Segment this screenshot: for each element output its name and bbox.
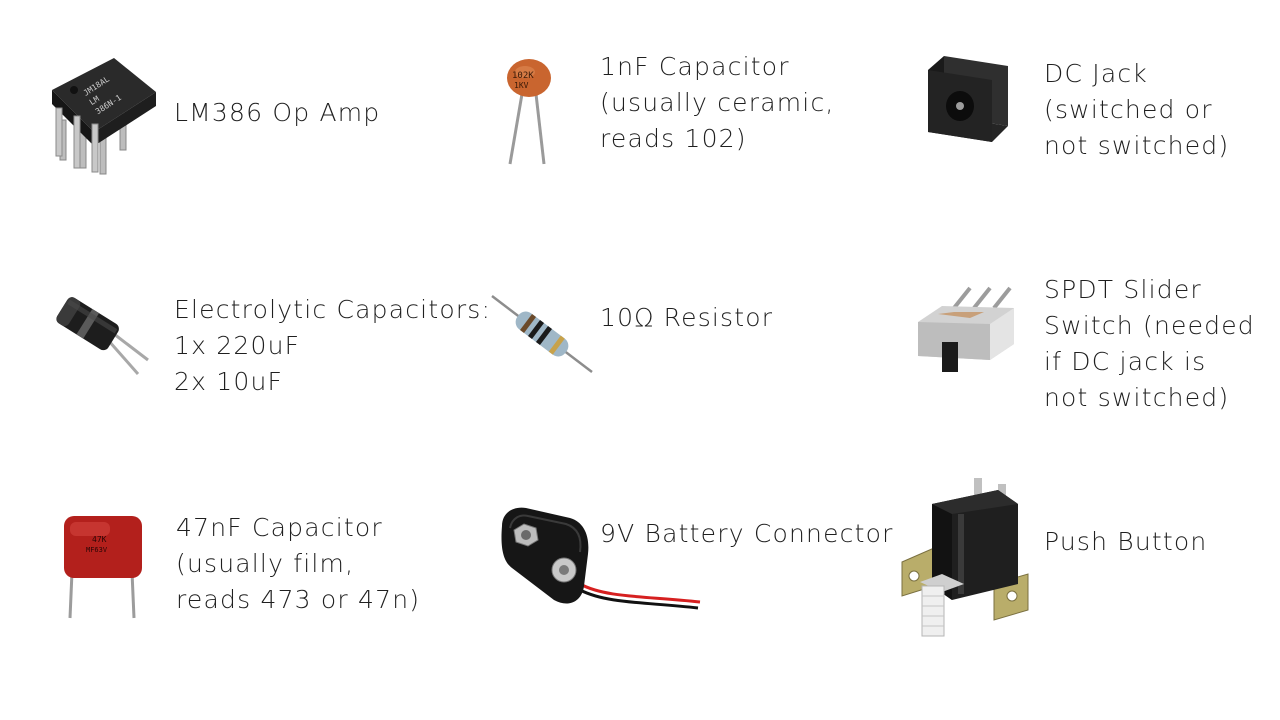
cap-marking-line: 47K xyxy=(92,535,107,544)
electrolytic-capacitor-icon xyxy=(56,297,149,375)
cap-marking-line: 1KV xyxy=(514,81,529,90)
dc-jack-icon xyxy=(928,56,1008,142)
film-capacitor-icon: 47K MF63V xyxy=(64,516,142,619)
cap-marking-line: 102K xyxy=(512,71,534,81)
battery-snap-icon xyxy=(501,507,701,610)
chip-marking-line: LM xyxy=(88,94,101,107)
component-label: 47nF Capacitor (usually film, reads 473 … xyxy=(176,513,421,614)
component-label: Electrolytic Capacitors: 1x 220uF 2x 10u… xyxy=(174,295,492,396)
component-label: SPDT Slider Switch (needed if DC jack is… xyxy=(1044,275,1255,412)
component-label: 1nF Capacitor (usually ceramic, reads 10… xyxy=(600,52,835,153)
component-label: DC Jack (switched or not switched) xyxy=(1044,59,1230,160)
component-label: 9V Battery Connector xyxy=(600,519,894,548)
ceramic-capacitor-icon: 102K 1KV xyxy=(507,59,551,165)
cap-marking-line: MF63V xyxy=(86,546,108,554)
resistor-icon xyxy=(491,295,593,373)
component-label: 10Ω Resistor xyxy=(600,303,774,332)
slide-switch-icon xyxy=(918,286,1014,372)
push-button-icon xyxy=(901,478,1029,637)
component-label: Push Button xyxy=(1044,527,1208,556)
component-label: LM386 Op Amp xyxy=(174,98,381,127)
ic-chip-icon: JM18AL LM 386N-1 xyxy=(52,58,156,175)
